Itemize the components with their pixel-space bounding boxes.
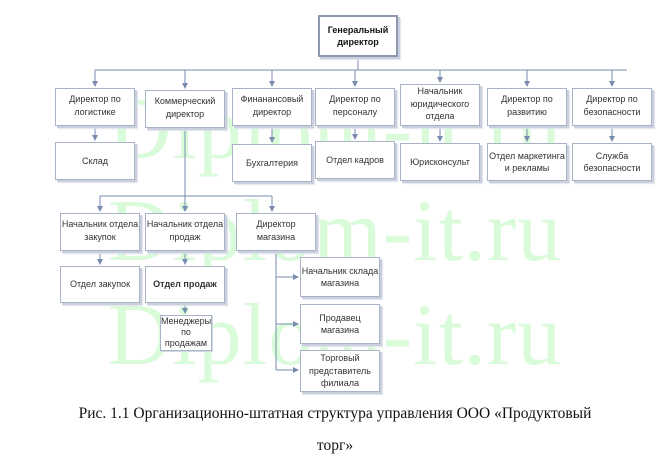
- figure-caption-line1: Рис. 1.1 Организационно-штатная структур…: [78, 405, 592, 422]
- node-label: Начальник отдела закупок: [61, 219, 139, 242]
- node-purchasing-head: Начальник отдела закупок: [60, 213, 140, 251]
- node-label: Служба безопасности: [583, 150, 641, 174]
- node-ceo: Генеральный директор: [318, 15, 398, 57]
- node-sales-department: Отдел продаж: [145, 266, 225, 303]
- node-store-director: Директор магазина: [236, 213, 316, 251]
- node-label: Коммерческий директор: [154, 96, 216, 119]
- node-label: Бухгалтерия: [246, 157, 298, 168]
- node-label: Директор по персоналу: [329, 94, 381, 117]
- node-label: Отдел продаж: [153, 279, 217, 290]
- node-development-director: Директор по развитию: [487, 88, 567, 126]
- node-accounting: Бухгалтерия: [232, 144, 312, 182]
- node-security-director: Директор по безопасности: [572, 88, 652, 126]
- node-legal-counsel: Юрисконсульт: [400, 143, 480, 181]
- node-label: Директор по развитию: [501, 94, 553, 117]
- node-label: Отдел маркетинга и рекламы: [489, 150, 565, 174]
- node-label: Директор по логистике: [69, 94, 121, 117]
- node-label: Отдел закупок: [69, 279, 131, 290]
- figure-caption-line2: торг»: [316, 437, 354, 454]
- node-label: Менеджеры по продажам: [160, 316, 212, 348]
- node-label: Генеральный директор: [327, 24, 389, 48]
- node-branch-representative: Торговый представитель филиала: [300, 350, 380, 392]
- node-label: Юрисконсульт: [410, 156, 470, 167]
- node-label: Директор по безопасности: [583, 94, 641, 117]
- node-label: Продавец магазина: [319, 312, 361, 336]
- node-logistics-director: Директор по логистике: [55, 88, 135, 126]
- node-commercial-director: Коммерческий директор: [145, 90, 225, 128]
- node-label: Начальник склада магазина: [301, 265, 379, 289]
- node-label: Торговый представитель филиала: [309, 353, 371, 389]
- node-purchasing-department: Отдел закупок: [60, 266, 140, 303]
- node-store-seller: Продавец магазина: [300, 304, 380, 344]
- node-marketing-department: Отдел маркетинга и рекламы: [487, 143, 567, 181]
- node-hr-department: Отдел кадров: [315, 141, 395, 179]
- node-label: Директор магазина: [256, 219, 296, 242]
- node-sales-managers: Менеджеры по продажам: [160, 315, 212, 351]
- node-label: Финанансовый директор: [240, 94, 304, 117]
- node-legal-head: Начальник юридического отдела: [400, 84, 480, 126]
- node-hr-director: Директор по персоналу: [315, 88, 395, 126]
- node-label: Начальник отдела продаж: [146, 219, 224, 242]
- node-warehouse: Склад: [55, 142, 135, 180]
- node-sales-head: Начальник отдела продаж: [145, 213, 225, 251]
- node-label: Начальник юридического отдела: [410, 86, 470, 121]
- node-finance-director: Финанансовый директор: [232, 88, 312, 126]
- node-store-warehouse-head: Начальник склада магазина: [300, 257, 380, 297]
- node-label: Склад: [81, 155, 109, 166]
- node-security-service: Служба безопасности: [572, 143, 652, 181]
- node-label: Отдел кадров: [326, 154, 384, 165]
